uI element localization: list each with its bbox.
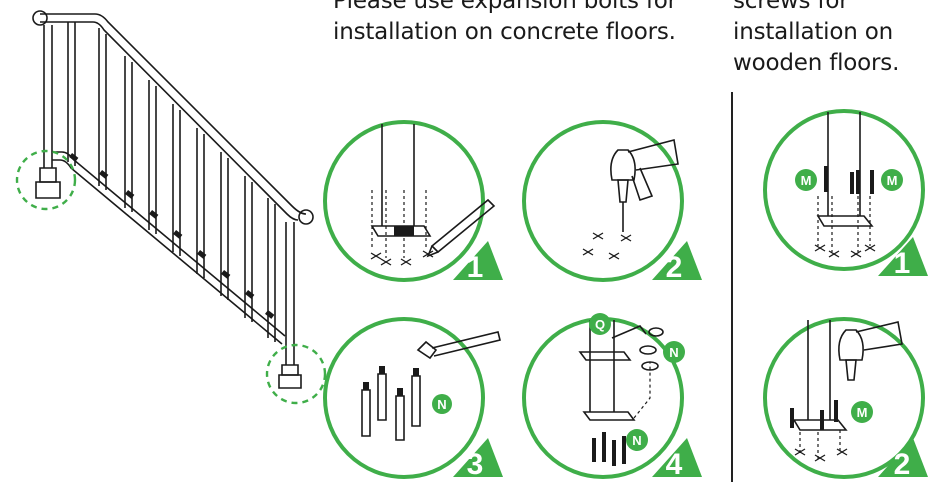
wood-caption-line-2: installation on bbox=[733, 19, 893, 45]
concrete-installation-caption: Please use expansion bolts for installat… bbox=[333, 0, 677, 48]
concrete-step-4-number: 4 bbox=[666, 448, 683, 481]
concrete-step-2-number: 2 bbox=[666, 251, 683, 284]
concrete-step-1-number: 1 bbox=[467, 251, 484, 284]
wood-caption-line-1: screws for bbox=[733, 0, 849, 14]
post-base-highlight-right bbox=[265, 343, 327, 405]
wood-caption-line-3: wooden floors. bbox=[733, 50, 900, 76]
concrete-step-2-drilling: 2 bbox=[522, 120, 702, 284]
wood-step-1-screws: M M 1 bbox=[763, 109, 928, 280]
railing-clamps bbox=[69, 152, 275, 319]
stair-railing-illustration bbox=[32, 10, 314, 389]
concrete-caption-line-2: installation on concrete floors. bbox=[333, 19, 676, 45]
concrete-step-4-fastening: Q N N 4 bbox=[522, 313, 702, 481]
nut-bolt-label: N bbox=[669, 345, 678, 360]
anchor-bolt-label: N bbox=[632, 433, 641, 448]
wrench-label: Q bbox=[595, 317, 605, 332]
post-base-highlight-left bbox=[15, 149, 77, 211]
wood-step-1-number: 1 bbox=[894, 247, 911, 280]
concrete-step-1-marking: 1 bbox=[323, 120, 503, 284]
concrete-step-3-bolts: N 3 bbox=[323, 317, 503, 481]
wood-screw-label: M bbox=[857, 405, 868, 420]
wood-step-2-number: 2 bbox=[894, 448, 911, 481]
wood-screw-label-right: M bbox=[887, 173, 898, 188]
section-divider bbox=[731, 92, 733, 482]
wood-screw-label-left: M bbox=[801, 173, 812, 188]
concrete-caption-line-1: Please use expansion bolts for bbox=[333, 0, 677, 14]
wood-step-2-screwing: M 2 bbox=[763, 317, 928, 481]
concrete-step-3-number: 3 bbox=[467, 448, 484, 481]
expansion-bolt-label: N bbox=[437, 397, 446, 412]
wood-installation-caption: screws for installation on wooden floors… bbox=[733, 0, 899, 79]
